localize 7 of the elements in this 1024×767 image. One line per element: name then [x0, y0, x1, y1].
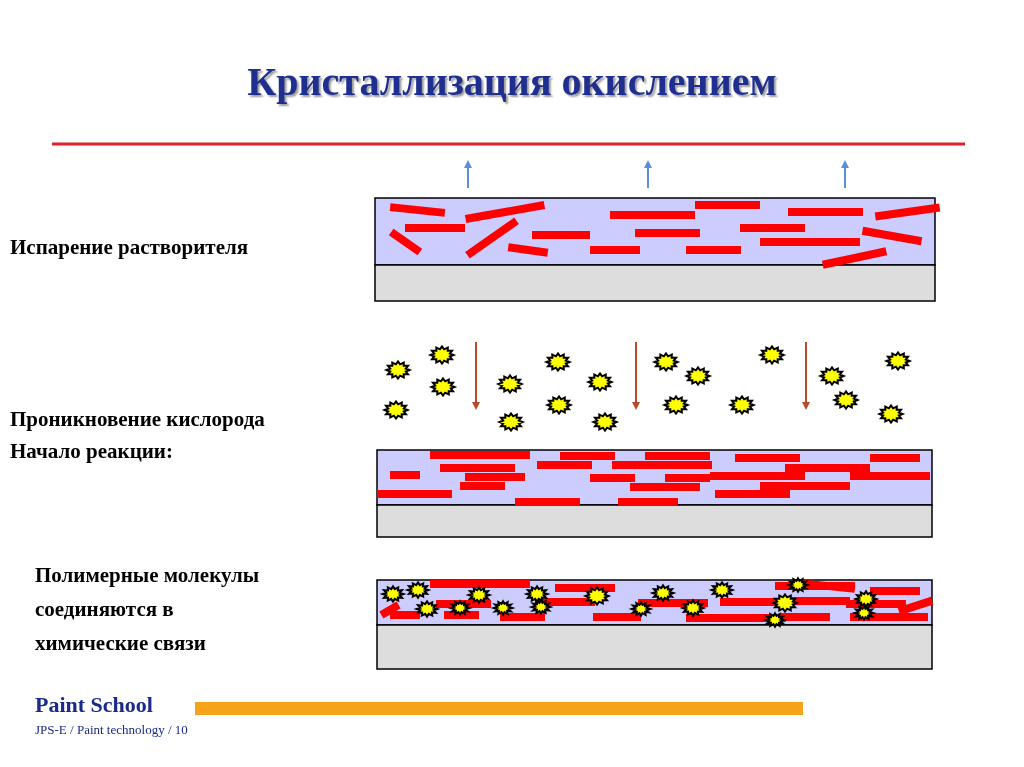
stage-label: Испарение растворителя — [10, 234, 249, 261]
stage-label: Начало реакции: — [10, 438, 173, 465]
stage-label: Полимерные молекулы соединяются в химические связи — [35, 562, 261, 657]
stage-label: Проникновение кислорода — [10, 406, 265, 433]
title: Кристаллизация окислением — [246, 58, 778, 106]
footer-heading: Paint School — [35, 691, 153, 719]
footer-note: JPS-E / Paint technology / 10 — [35, 721, 188, 739]
